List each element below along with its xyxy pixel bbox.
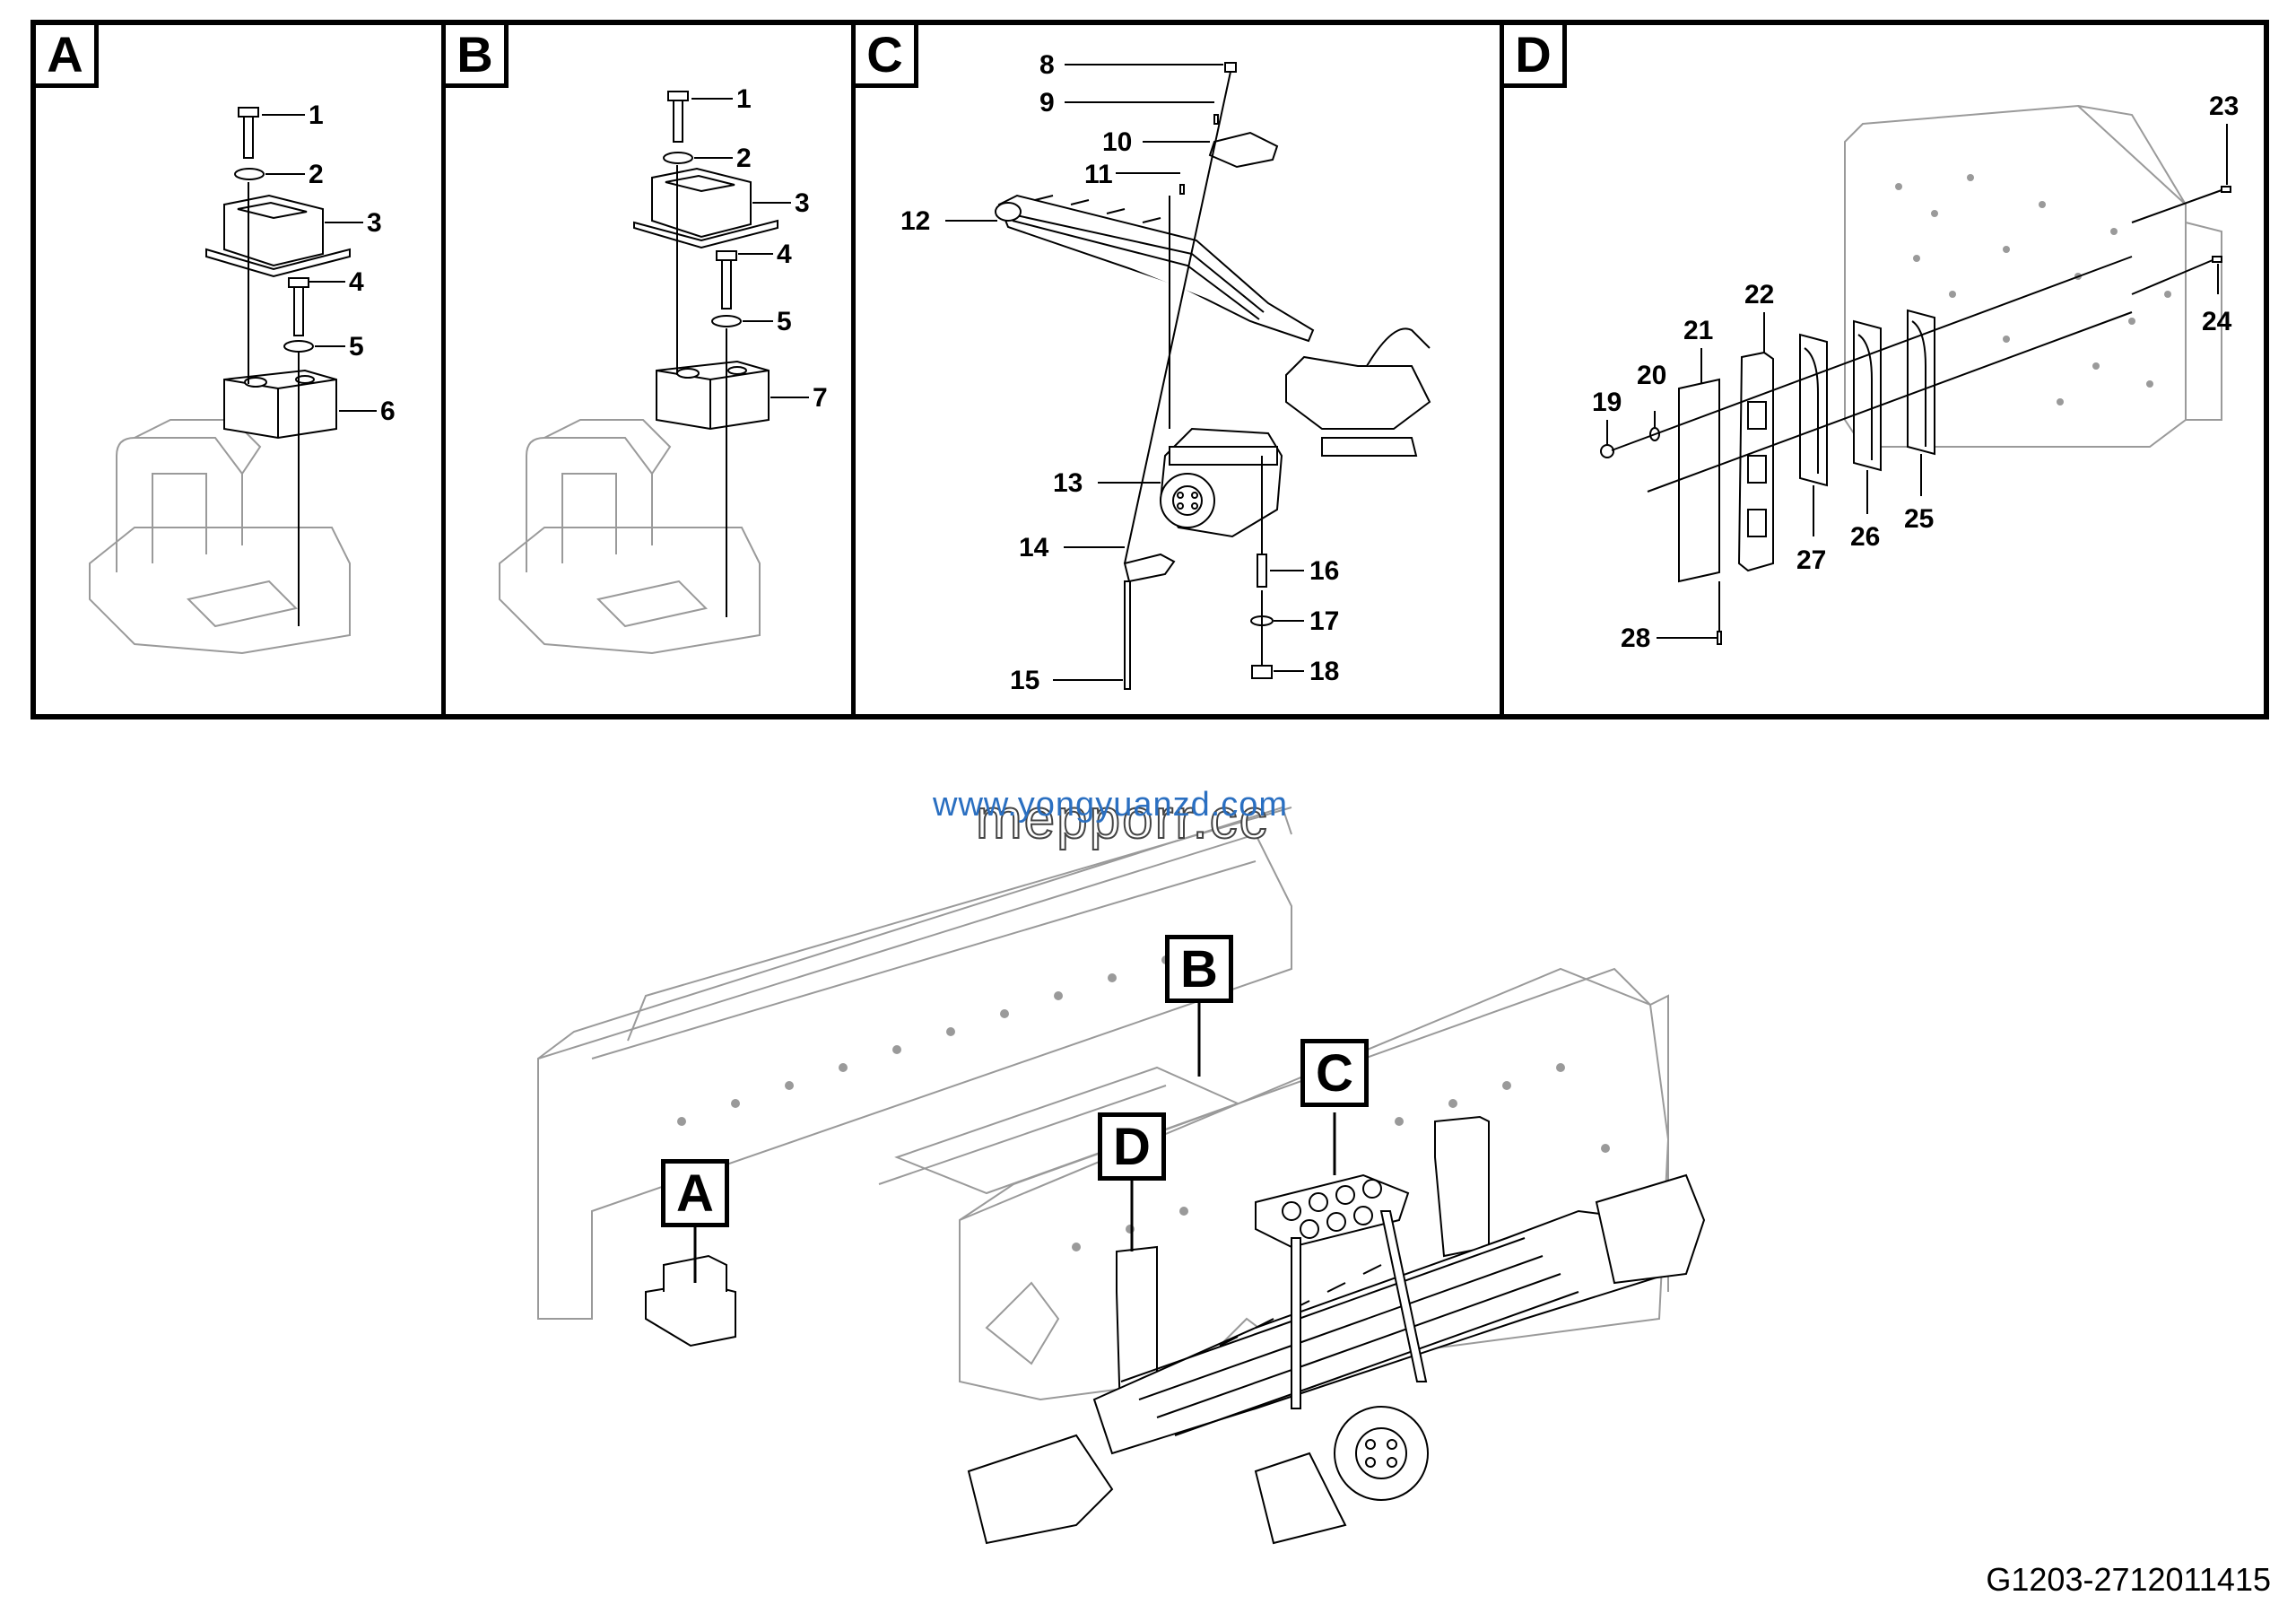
washer-5 xyxy=(283,340,314,353)
callout-11: 11 xyxy=(1084,160,1113,189)
panel-d-letter: D xyxy=(1504,25,1567,88)
detail-panels: A xyxy=(30,20,2269,719)
callout-20: 20 xyxy=(1637,361,1666,390)
callout-18: 18 xyxy=(1309,657,1339,686)
callout-1: 1 xyxy=(309,100,324,130)
mount-d-rear xyxy=(1434,1115,1490,1258)
callout-1: 1 xyxy=(736,84,752,114)
left-frame-rail xyxy=(537,833,1292,1320)
callout-14: 14 xyxy=(1019,533,1049,562)
callout-4: 4 xyxy=(349,267,364,297)
base-bracket xyxy=(89,527,351,655)
callout-15: 15 xyxy=(1010,666,1039,695)
callout-16: 16 xyxy=(1309,556,1339,586)
panel-b-letter: B xyxy=(446,25,509,88)
callout-27: 27 xyxy=(1796,545,1826,575)
callout-24: 24 xyxy=(2202,307,2232,336)
callout-17: 17 xyxy=(1309,606,1339,636)
plate-21 xyxy=(1678,378,1720,583)
callout-3: 3 xyxy=(795,188,810,218)
panel-a-drawing: 1 2 3 4 5 6 xyxy=(89,100,396,655)
callout-25: 25 xyxy=(1904,504,1934,534)
panel-c: C xyxy=(856,25,1500,714)
bolt-24 xyxy=(2212,256,2222,263)
panel-c-drawing: 8 9 10 11 12 13 14 15 16 17 18 xyxy=(900,50,1431,695)
overview-label-b: B xyxy=(1165,935,1233,1003)
watermark-url: www.yongyuanzd.com xyxy=(933,786,1289,824)
overview-label-d: D xyxy=(1098,1112,1166,1181)
callout-4: 4 xyxy=(777,240,792,269)
callout-10: 10 xyxy=(1102,127,1132,157)
callout-6: 6 xyxy=(380,397,396,426)
callout-3: 3 xyxy=(367,208,382,238)
callout-26: 26 xyxy=(1850,522,1880,552)
callout-5: 5 xyxy=(777,307,792,336)
panel-d-drawing: 19 20 21 22 23 24 25 26 27 28 xyxy=(1592,92,2239,653)
panel-c-letter: C xyxy=(856,25,918,88)
u-bolt-15 xyxy=(1124,580,1131,690)
overview-label-c: C xyxy=(1300,1039,1369,1107)
drawing-id: G1203-2712011415 xyxy=(1986,1561,2271,1598)
callout-19: 19 xyxy=(1592,388,1622,417)
callout-13: 13 xyxy=(1053,468,1083,498)
callout-7: 7 xyxy=(813,383,828,413)
callout-12: 12 xyxy=(900,206,930,236)
mount-a-assembly xyxy=(645,1281,736,1347)
panel-a-letter: A xyxy=(36,25,99,88)
plate-14 xyxy=(1123,553,1176,583)
panel-d: D xyxy=(1504,25,2264,714)
watermark-overlay: mepporr.cc xyxy=(975,788,1269,851)
panel-b: B xyxy=(446,25,851,714)
callout-2: 2 xyxy=(309,160,324,189)
callout-28: 28 xyxy=(1621,624,1650,653)
callout-5: 5 xyxy=(349,332,364,362)
bolt-23 xyxy=(2221,186,2231,193)
callout-8: 8 xyxy=(1039,50,1055,80)
washer-2 xyxy=(234,168,265,180)
overview-label-a: A xyxy=(661,1159,729,1227)
callout-9: 9 xyxy=(1039,88,1055,118)
panel-a: A xyxy=(36,25,441,714)
frame-rail xyxy=(1844,104,2187,448)
nut-18 xyxy=(1251,665,1273,679)
top-plate-10 xyxy=(1208,131,1279,169)
panel-b-drawing: 1 2 3 4 5 7 xyxy=(499,84,828,655)
callout-22: 22 xyxy=(1744,280,1774,310)
callout-23: 23 xyxy=(2209,92,2239,121)
callout-21: 21 xyxy=(1683,316,1713,345)
callout-2: 2 xyxy=(736,144,752,173)
